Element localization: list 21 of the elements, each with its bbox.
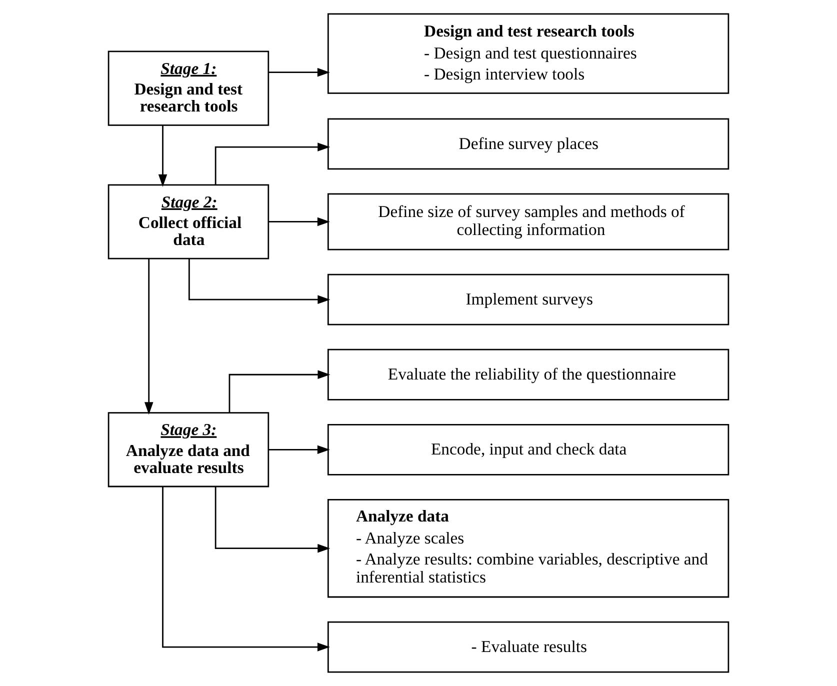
arrow xyxy=(214,486,330,553)
arrow xyxy=(228,370,330,413)
arrow xyxy=(268,217,330,226)
arrow xyxy=(214,142,330,185)
node-box: Design and test research tools - Design and test questionnaires - Design interview tools xyxy=(327,13,730,94)
node-box: - Evaluate results xyxy=(327,621,730,673)
node-box: Analyze data - Analyze scales - Analyze results: combine variables, descriptive and inferential statistics xyxy=(327,499,730,598)
arrow xyxy=(268,68,330,77)
arrow xyxy=(144,258,154,415)
node-box: Implement surveys xyxy=(327,274,730,326)
arrow xyxy=(268,445,330,454)
node-box: Stage 2: Collect official data xyxy=(108,184,270,260)
node-box: Stage 3: Analyze data and evaluate results xyxy=(108,412,270,488)
arrow xyxy=(188,258,330,304)
node-box: Encode, input and check data xyxy=(327,424,730,476)
arrow xyxy=(162,486,330,652)
node-box: Define survey places xyxy=(327,118,730,170)
node-box: Define size of survey samples and methods of collecting information xyxy=(327,193,730,250)
node-box: Evaluate the reliability of the questionnaire xyxy=(327,348,730,400)
arrow xyxy=(158,125,168,187)
node-box: Stage 1: Design and test research tools xyxy=(108,50,270,126)
